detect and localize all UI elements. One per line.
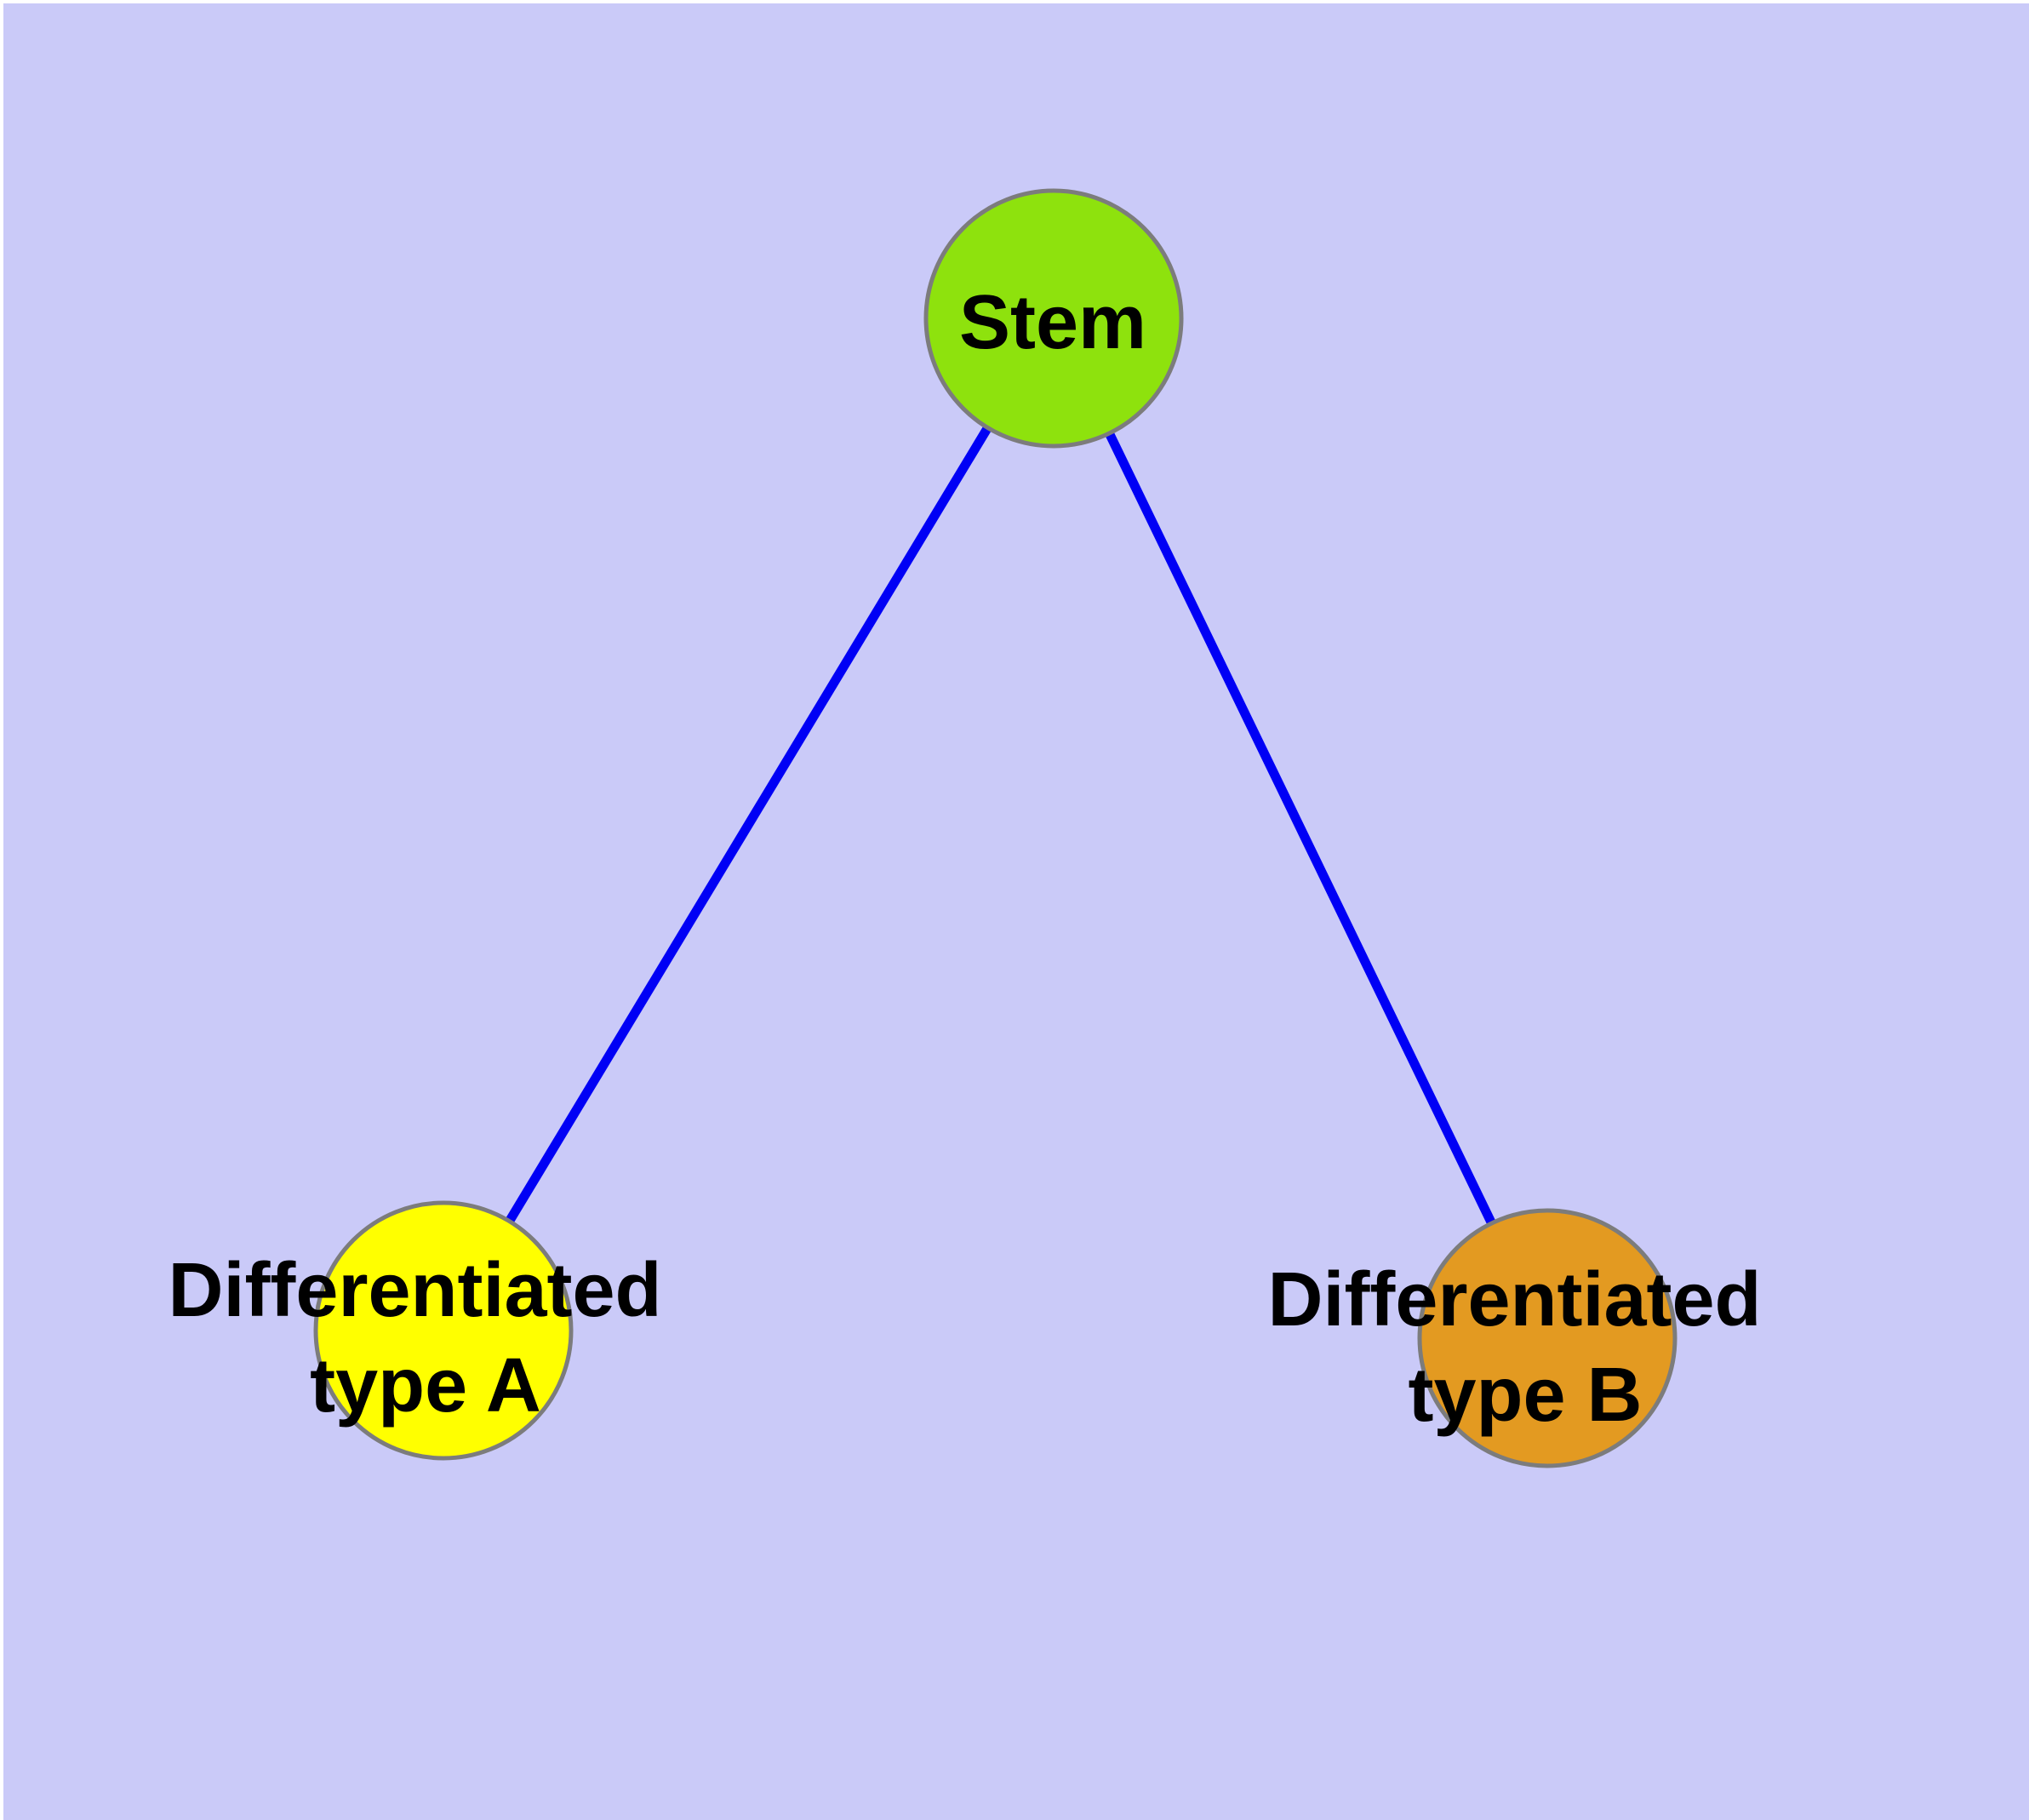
edge-stem-to-type-b — [1049, 316, 1552, 1341]
node-stem — [923, 188, 1184, 449]
node-label-type-a-line-2: type A — [310, 1343, 541, 1428]
node-label-type-a-line-1: Differentiated — [168, 1248, 661, 1333]
node-differentiated-type-b — [1417, 1208, 1677, 1468]
node-label-type-b-line-1: Differentiated — [1267, 1257, 1761, 1342]
node-label-differentiated-type-b: Differentiated type B — [1267, 1257, 1782, 1438]
node-differentiated-type-a — [313, 1200, 574, 1461]
node-label-stem-line-1: Stem — [959, 280, 1146, 365]
node-label-type-b-line-2: type B — [1408, 1353, 1642, 1438]
edge-stem-to-type-a — [439, 316, 1058, 1333]
node-label-differentiated-type-a: Differentiated type A — [168, 1248, 683, 1428]
node-label-stem: Stem — [959, 280, 1146, 365]
